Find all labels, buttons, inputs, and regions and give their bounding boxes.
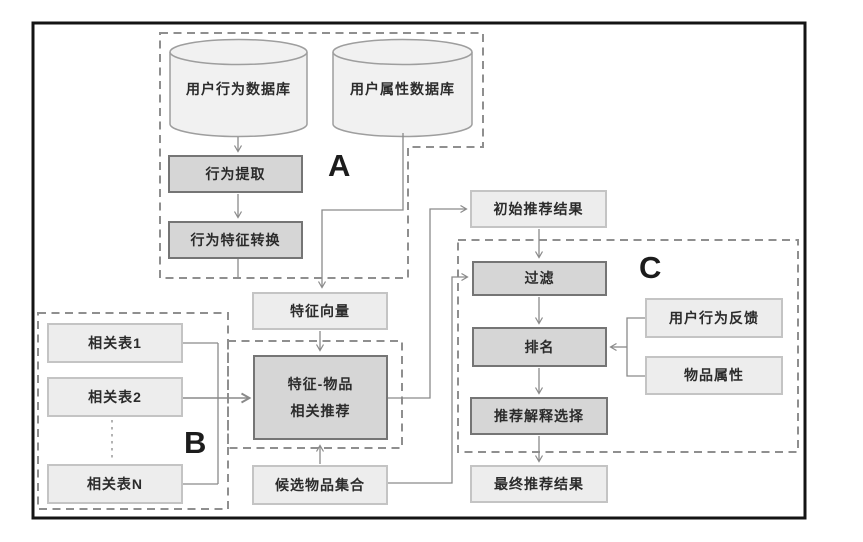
outer-frame	[31, 21, 807, 520]
node-item-attributes: 物品属性	[645, 356, 783, 395]
node-feature-vector: 特征向量	[252, 292, 388, 330]
group-a-outline	[159, 32, 484, 279]
node-related-table-2: 相关表2	[47, 377, 183, 417]
group-label-c: C	[639, 250, 662, 285]
node-related-table-1: 相关表1	[47, 323, 183, 363]
connector-attributedb-to-featurevector	[317, 133, 404, 289]
node-feature-item-recommend: 特征-物品 相关推荐	[253, 355, 388, 440]
node-initial-recommend-result: 初始推荐结果	[470, 190, 607, 228]
node-filter: 过滤	[472, 261, 607, 296]
node-explanation-selection: 推荐解释选择	[470, 397, 608, 435]
node-user-behavior-feedback: 用户行为反馈	[645, 298, 783, 338]
node-final-recommend-result: 最终推荐结果	[470, 465, 608, 503]
node-user-behavior-db: 用户行为数据库	[186, 81, 291, 97]
group-label-b: B	[184, 425, 207, 460]
group-label-a: A	[328, 148, 351, 183]
connector-related-tables-bus	[183, 342, 219, 485]
group-c-outline	[457, 239, 799, 453]
node-behavior-extraction: 行为提取	[168, 155, 303, 193]
node-related-table-n: 相关表N	[47, 464, 183, 504]
connector-feedback-attr-elbow	[626, 317, 645, 377]
feature-item-dashed-outline	[227, 340, 403, 449]
node-candidate-item-set: 候选物品集合	[252, 465, 388, 505]
node-ranking: 排名	[472, 327, 607, 367]
node-user-attribute-db: 用户属性数据库	[350, 81, 455, 97]
database-cylinder-attribute-shape	[332, 38, 473, 138]
node-behavior-feature-transform: 行为特征转换	[168, 221, 303, 259]
connector-featureitem-to-initialresult	[388, 204, 468, 399]
connector-candidate-to-filter	[388, 272, 469, 484]
database-cylinder-behavior-shape	[169, 38, 308, 138]
